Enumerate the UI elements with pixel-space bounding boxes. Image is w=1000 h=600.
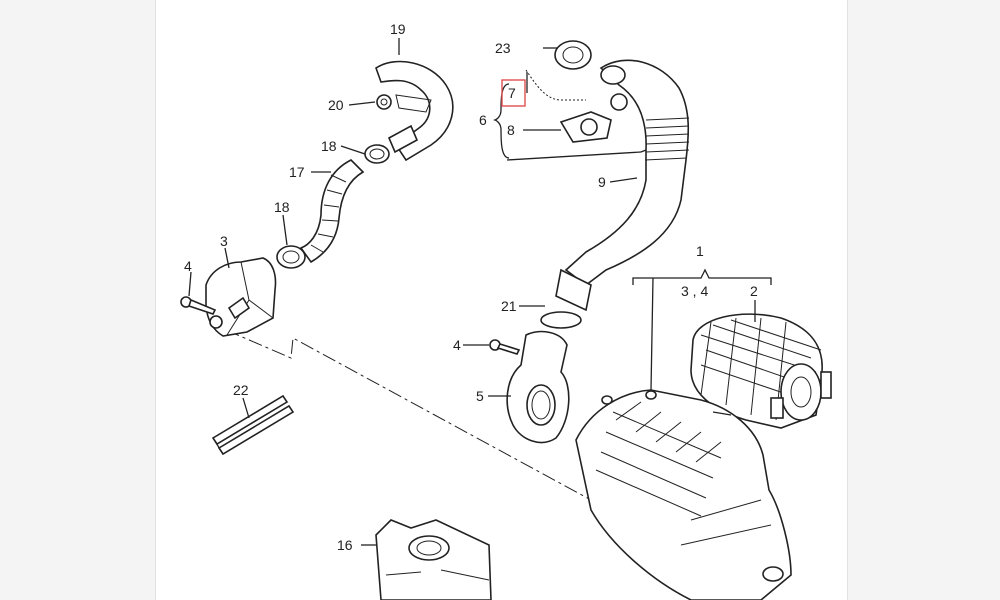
leader-lines [188,38,772,546]
part-8-sensor [559,93,628,143]
callout-20: 20 [328,97,344,113]
callout-5: 5 [476,388,484,404]
part-4-screw-right [489,339,521,355]
part-2-filter-element [690,313,832,429]
part-21-clamp [540,268,592,329]
callout-8: 8 [507,122,515,138]
callout-18-upper: 18 [321,138,337,154]
callout-4-left: 4 [184,258,192,274]
part-18-hose-clamp-lower [276,245,306,269]
part-7-wiring [525,69,586,101]
part-23-clamp [554,40,592,70]
callout-22: 22 [233,382,249,398]
callout-2: 2 [750,283,758,299]
part-4-screw-left [180,296,217,315]
part-22-cable-ties [211,394,295,456]
part-3-housing [205,257,277,337]
callout-7-highlight [501,79,526,107]
part-9-intake-duct [564,59,690,286]
callout-7: 7 [508,85,516,101]
callout-21: 21 [501,298,517,314]
callout-3: 3 [220,233,228,249]
callout-9: 9 [598,174,606,190]
callout-3-4: 3 , 4 [681,283,708,299]
callout-4-right: 4 [453,337,461,353]
part-19-elbow-hose [375,60,454,162]
part-17-corrugated-hose [299,159,365,264]
callout-18-lower: 18 [274,199,290,215]
diagram-panel: 19 20 18 17 18 3 4 22 16 4 5 21 23 7 6 8… [155,0,848,600]
callout-labels: 19 20 18 17 18 3 4 22 16 4 5 21 23 7 6 8… [184,21,758,553]
part-5-flange [506,330,570,444]
assembly-line [225,329,592,501]
part-1-air-filter-housing [575,389,792,600]
part-16-bracket [375,519,492,600]
air-intake-exploded-diagram: 19 20 18 17 18 3 4 22 16 4 5 21 23 7 6 8… [180,21,832,600]
callout-17: 17 [289,164,305,180]
callout-19: 19 [390,21,406,37]
callout-23: 23 [495,40,511,56]
callout-16: 16 [337,537,353,553]
part-18-hose-clamp-upper [364,144,390,164]
part-20-nut [376,94,392,110]
callout-6: 6 [479,112,487,128]
callout-1: 1 [696,243,704,259]
